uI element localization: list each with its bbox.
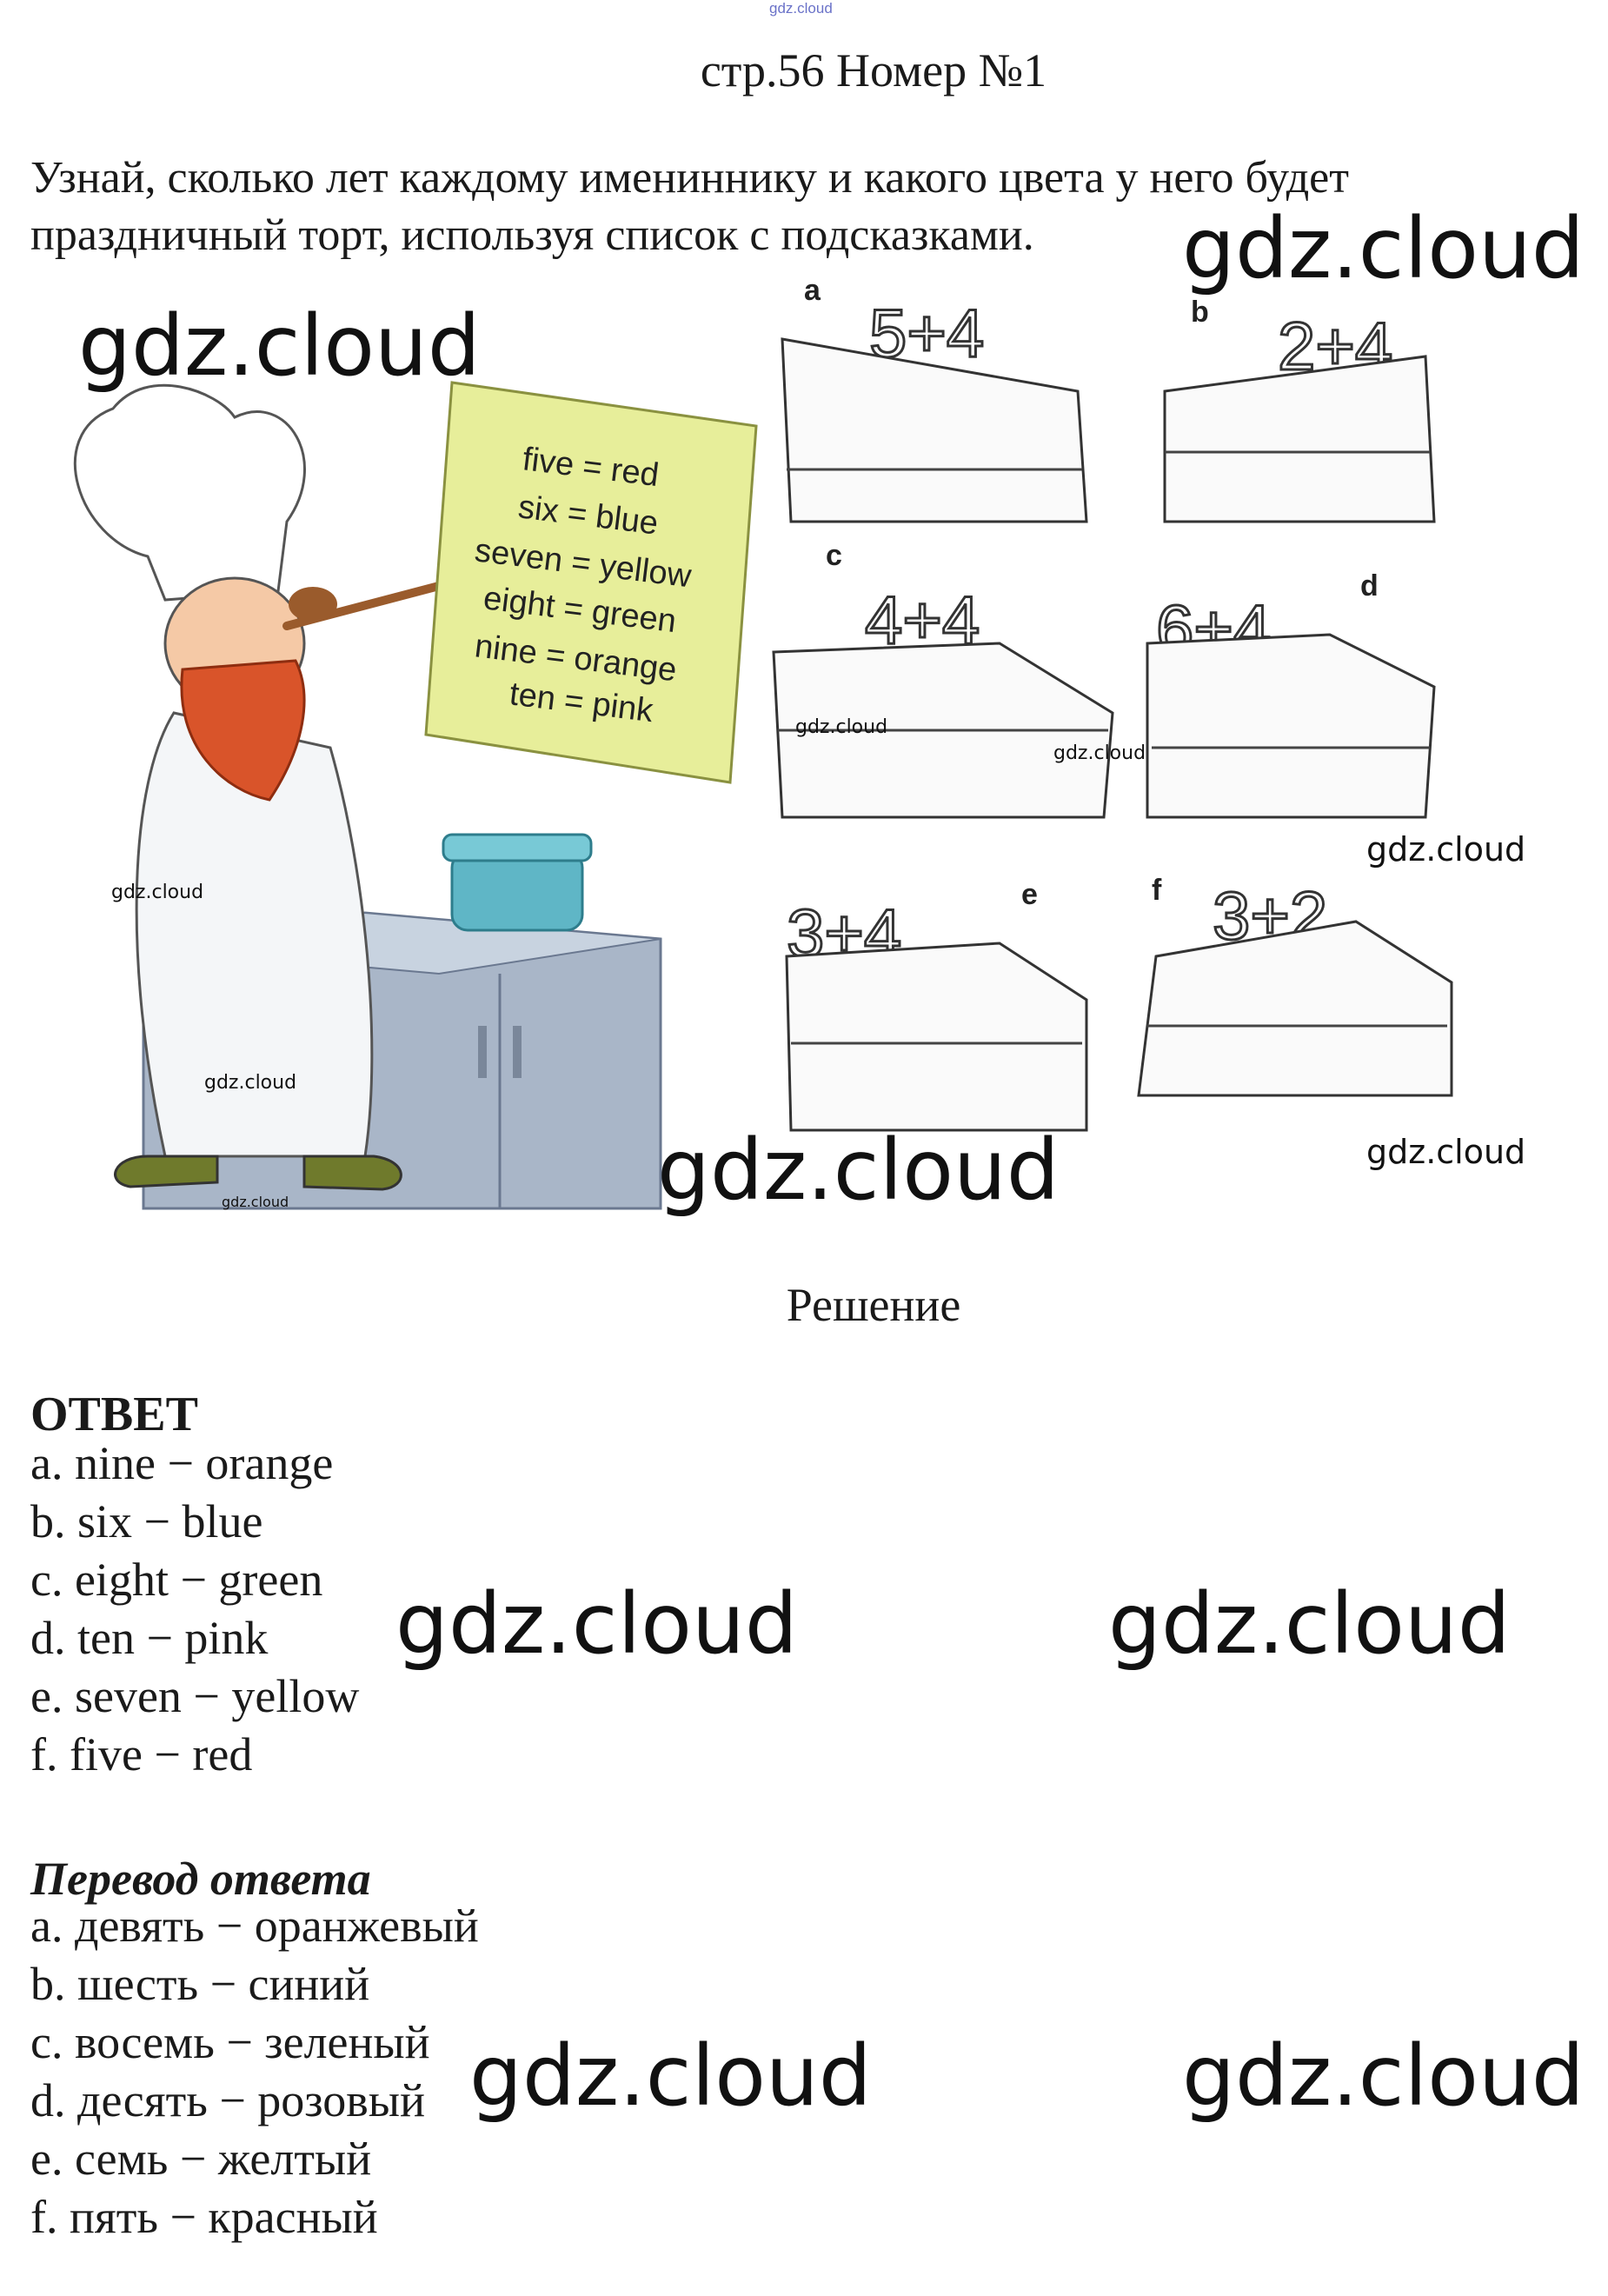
watermark: gdz.cloud <box>204 1072 297 1094</box>
answer-item: e. seven − yellow <box>30 1670 360 1722</box>
cake-b-letter: b <box>1191 296 1209 329</box>
cake-f: f 3+2 <box>1137 874 1453 1097</box>
cake-c-letter: c <box>826 539 842 572</box>
solution-title: Решение <box>786 1279 961 1331</box>
cake-d-letter: d <box>1360 569 1379 602</box>
cake-c: c 4+4 <box>772 539 1114 819</box>
answer-item: f. five − red <box>30 1728 253 1780</box>
translation-item: d. десять − розовый <box>30 2074 425 2126</box>
watermark: gdz.cloud <box>1182 2027 1585 2125</box>
answer-item: c. eight − green <box>30 1554 323 1606</box>
translation-item: е. семь − желтый <box>30 2133 372 2185</box>
translation-item: b. шесть − синий <box>30 1958 370 2010</box>
watermark: gdz.cloud <box>1366 1133 1526 1171</box>
answer-item: b. six − blue <box>30 1495 263 1547</box>
watermark: gdz.cloud <box>1182 200 1585 297</box>
cake-a-letter: a <box>804 274 821 307</box>
illustration: five = red six = blue seven = yellow eig… <box>73 274 1453 1210</box>
translation-item: с. восемь − зеленый <box>30 2016 430 2068</box>
task-text: Узнай, сколько лет каждому имениннику и … <box>30 153 1349 260</box>
translation-item: f. пять − красный <box>30 2191 378 2243</box>
watermark: gdz.cloud <box>1108 1575 1511 1673</box>
cake-f-letter: f <box>1152 874 1162 907</box>
cake-e: e 3+4 <box>785 878 1088 1132</box>
cake-b: b 2+4 <box>1163 296 1436 523</box>
watermark: gdz.cloud <box>657 1121 1060 1219</box>
answer-item: d. ten − pink <box>30 1612 269 1664</box>
watermark: gdz.cloud <box>78 297 481 395</box>
answer-list: a. nine − orange b. six − blue c. eight … <box>30 1434 359 1784</box>
watermark: gdz.cloud <box>795 716 888 738</box>
page-title: стр.56 Номер №1 <box>700 44 1047 96</box>
cake-a: a 5+4 <box>781 274 1088 523</box>
watermark: gdz.cloud <box>469 2027 872 2125</box>
mixer-icon <box>442 833 593 932</box>
watermark: gdz.cloud <box>395 1575 798 1673</box>
watermark: gdz.cloud <box>1366 830 1526 868</box>
translation-item: а. девять − оранжевый <box>30 1900 479 1952</box>
translation-list: а. девять − оранжевый b. шесть − синий с… <box>30 1897 479 2246</box>
hint-note: five = red six = blue seven = yellow eig… <box>424 381 758 784</box>
translation-title: Перевод ответа <box>30 1853 371 1905</box>
watermark-top: gdz.cloud <box>769 0 833 17</box>
cake-e-letter: e <box>1021 878 1038 911</box>
answer-title: ОТВЕТ <box>30 1388 198 1441</box>
cake-d: d 6+4 <box>1146 569 1436 819</box>
watermark: gdz.cloud <box>1053 742 1146 764</box>
watermark: gdz.cloud <box>222 1194 289 1210</box>
watermark: gdz.cloud <box>111 882 204 903</box>
answer-item: a. nine − orange <box>30 1437 334 1489</box>
chef-illustration <box>73 383 456 1191</box>
